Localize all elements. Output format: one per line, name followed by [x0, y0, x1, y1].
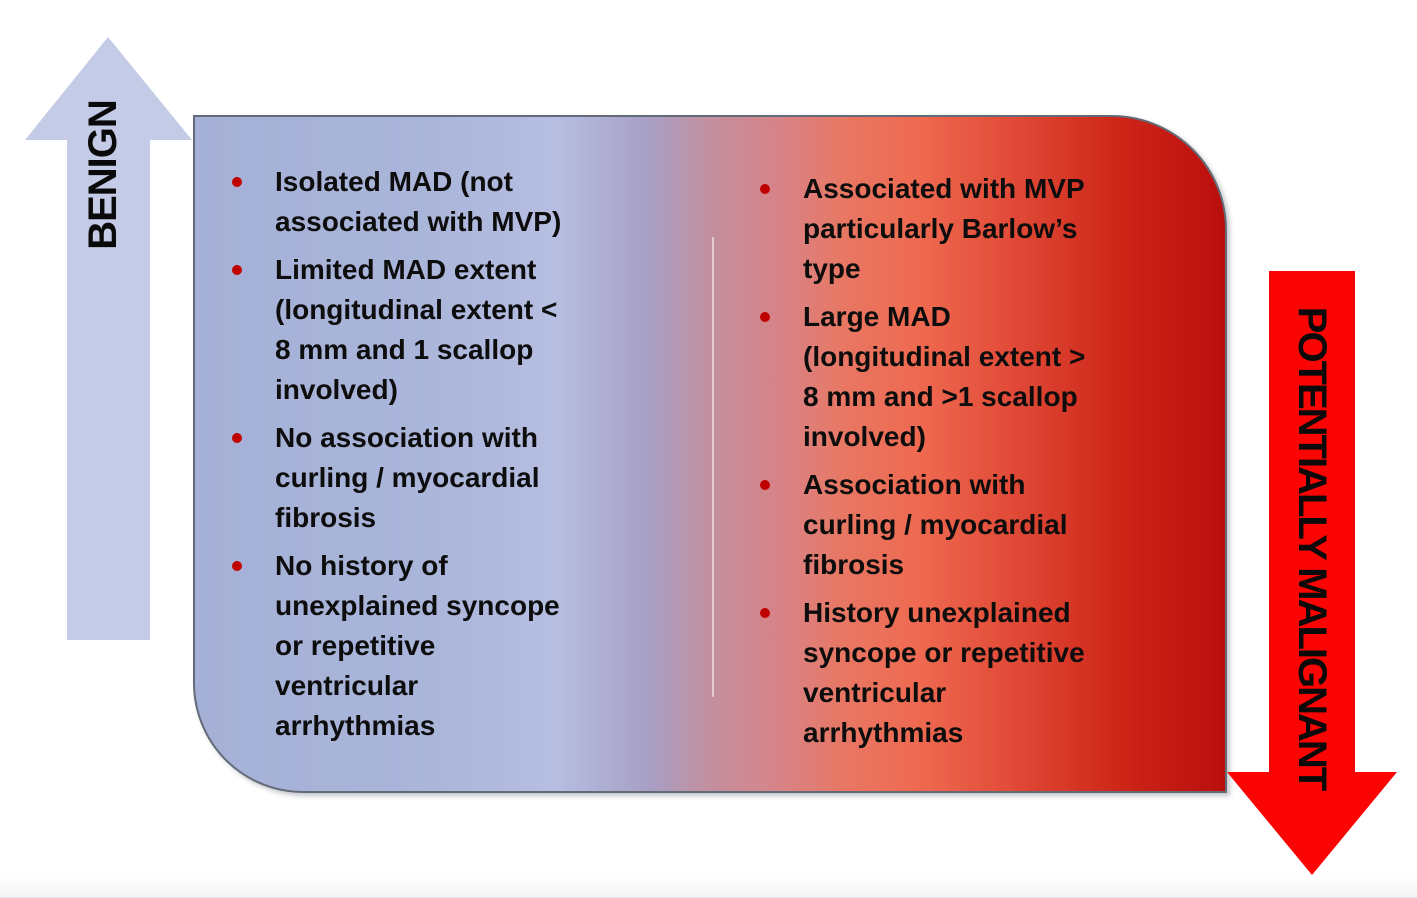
bullet-item: Isolated MAD (not associated with MVP)	[227, 162, 697, 242]
bullet-dot-icon	[232, 561, 242, 571]
bullet-item: Associated with MVP particularly Barlow’…	[755, 169, 1175, 289]
risk-gradient-panel: Isolated MAD (not associated with MVP) Li…	[193, 115, 1227, 793]
bullet-text: History unexplained syncope or repetitiv…	[803, 597, 1085, 748]
bullet-text: Large MAD (longitudinal extent > 8 mm an…	[803, 301, 1086, 452]
bullet-text: Limited MAD extent (longitudinal extent …	[275, 254, 558, 405]
column-divider	[712, 237, 714, 697]
bullet-item: Large MAD (longitudinal extent > 8 mm an…	[755, 297, 1175, 457]
bullet-dot-icon	[232, 177, 242, 187]
bullet-dot-icon	[760, 312, 770, 322]
bullet-text: No association with curling / myocardial…	[275, 422, 540, 533]
bullet-item: Limited MAD extent (longitudinal extent …	[227, 250, 697, 410]
bullet-dot-icon	[232, 265, 242, 275]
bullet-item: No association with curling / myocardial…	[227, 418, 697, 538]
bullet-dot-icon	[760, 608, 770, 618]
footer-band	[0, 877, 1417, 898]
bullet-text: Association with curling / myocardial fi…	[803, 469, 1068, 580]
bullet-item: Association with curling / myocardial fi…	[755, 465, 1175, 585]
bullet-text: Isolated MAD (not associated with MVP)	[275, 166, 562, 237]
bullet-text: No history of unexplained syncope or rep…	[275, 550, 560, 741]
benign-criteria-list: Isolated MAD (not associated with MVP) Li…	[227, 162, 697, 754]
bullet-text: Associated with MVP particularly Barlow’…	[803, 173, 1085, 284]
malignant-arrow-label: POTENTIALLY MALIGNANT	[1290, 306, 1335, 790]
bullet-dot-icon	[760, 184, 770, 194]
bullet-item: No history of unexplained syncope or rep…	[227, 546, 697, 746]
malignant-criteria-list: Associated with MVP particularly Barlow’…	[755, 169, 1175, 761]
bullet-dot-icon	[760, 480, 770, 490]
bullet-dot-icon	[232, 433, 242, 443]
benign-arrow-label: BENIGN	[80, 100, 125, 250]
bullet-item: History unexplained syncope or repetitiv…	[755, 593, 1175, 753]
